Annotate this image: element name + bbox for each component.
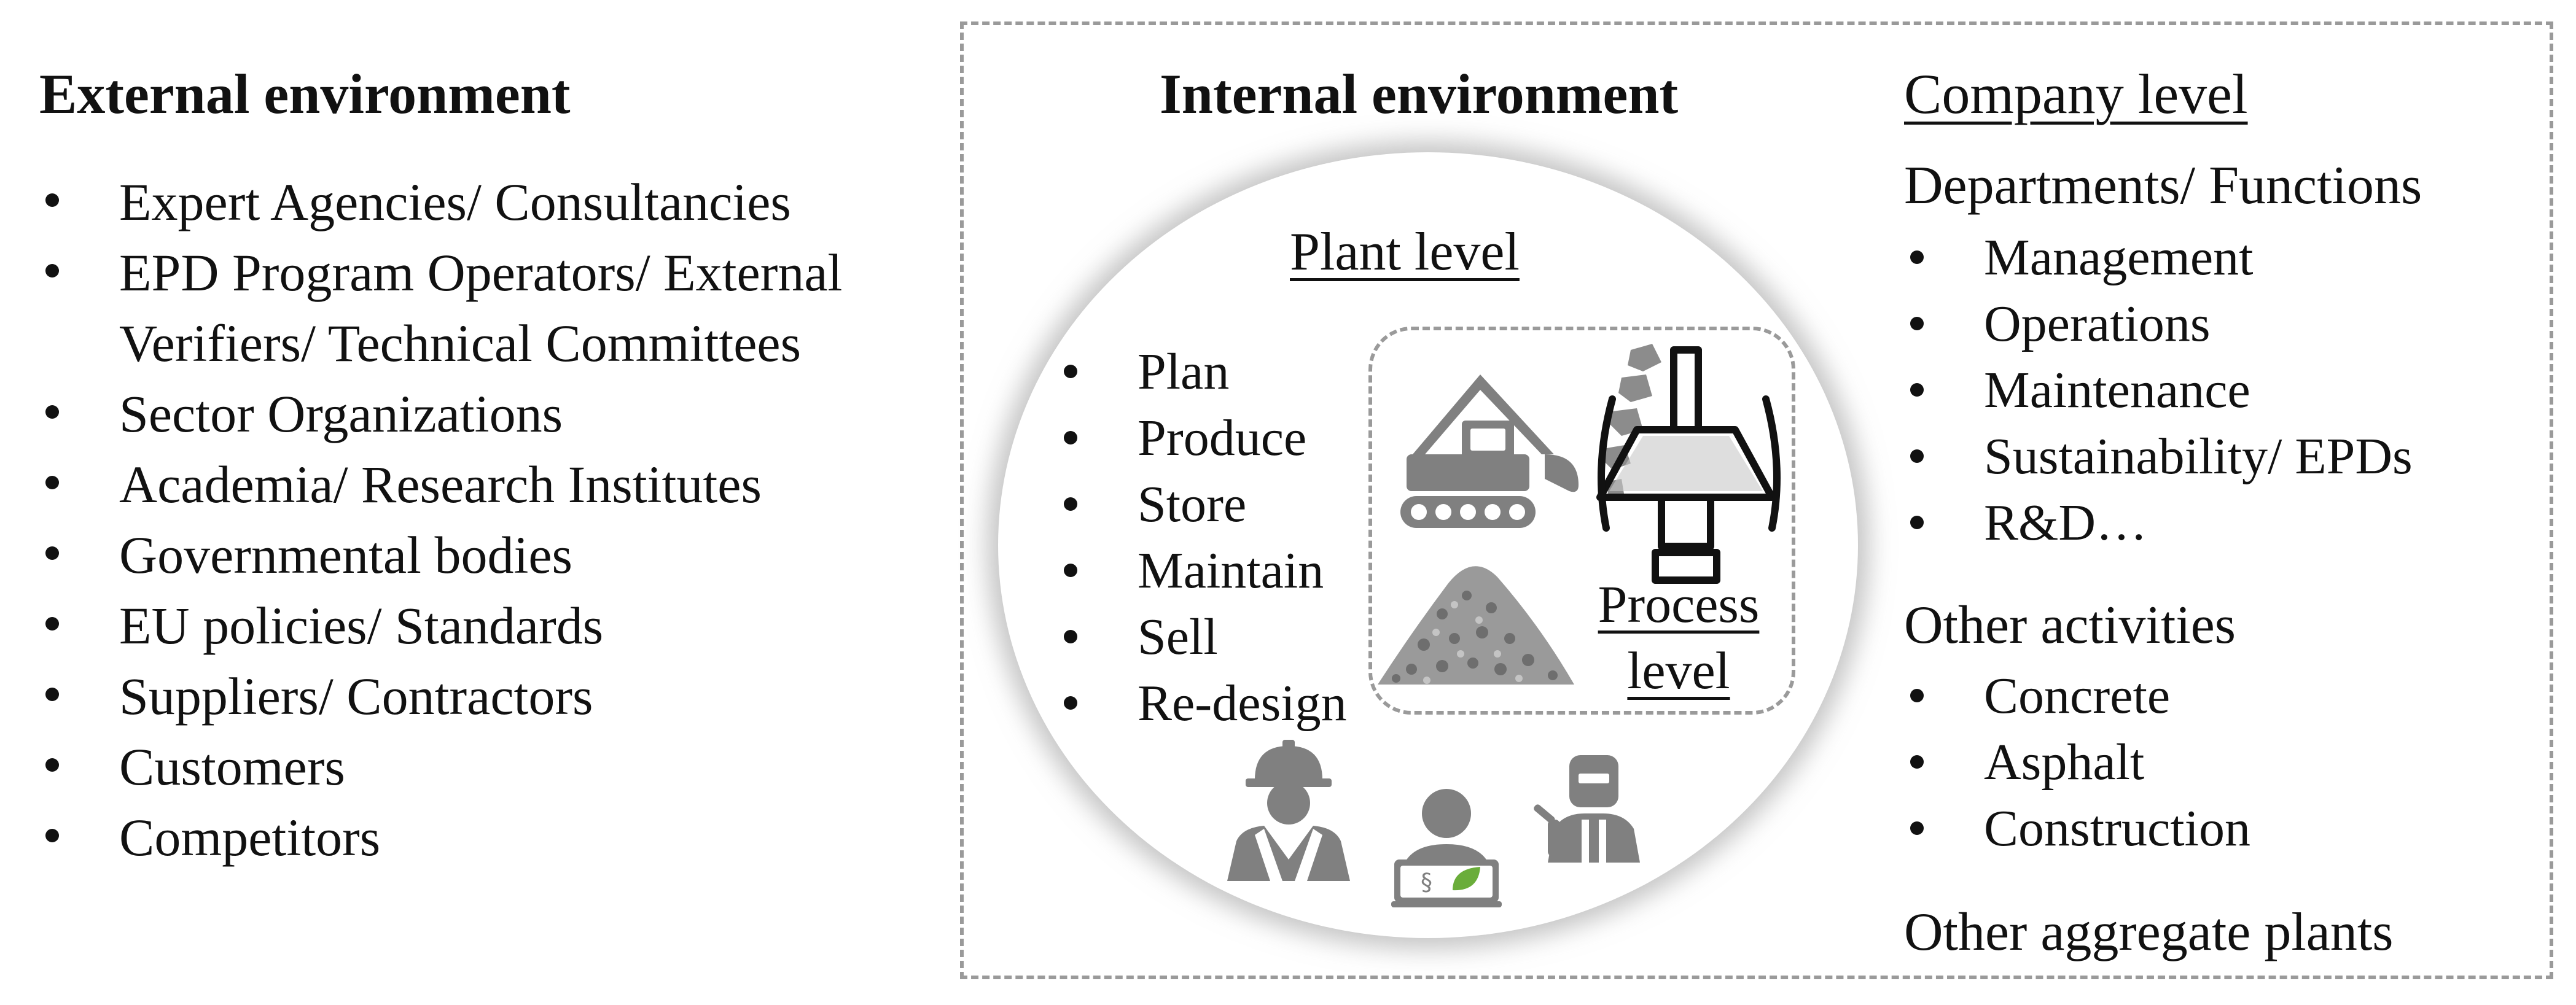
internal-environment-frame (960, 21, 2553, 979)
list-item: Store (1058, 471, 1347, 538)
list-item: Sustainability/ EPDs (1904, 424, 2413, 490)
plant-level-list: Plan Produce Store Maintain Sell Re-desi… (1058, 339, 1347, 737)
section-sign-glyph: § (1421, 869, 1432, 896)
external-environment-title: External environment (39, 63, 571, 125)
list-item: Plan (1058, 339, 1347, 405)
list-item: Customers (39, 732, 948, 802)
list-item: Construction (1904, 796, 2250, 862)
plant-level-title: Plant level (1290, 222, 1520, 282)
departments-title: Departments/ Functions (1904, 156, 2422, 215)
list-item: Academia/ Research Institutes (39, 449, 948, 520)
list-item: Maintenance (1904, 357, 2413, 424)
list-item: Suppliers/ Contractors (39, 661, 948, 732)
list-item: Sell (1058, 604, 1347, 670)
list-item: Produce (1058, 405, 1347, 471)
list-item: Asphalt (1904, 729, 2250, 796)
list-item: Concrete (1904, 663, 2250, 729)
crusher-icon (1596, 344, 1781, 584)
process-level-box (1368, 327, 1795, 715)
list-item: Competitors (39, 802, 948, 873)
list-item: Management (1904, 225, 2413, 291)
process-level-line2: level (1627, 641, 1730, 700)
list-item: EU policies/ Standards (39, 591, 948, 661)
internal-environment-title: Internal environment (1160, 63, 1679, 125)
other-aggregate-plants: Other aggregate plants (1904, 902, 2394, 962)
list-item: Operations (1904, 291, 2413, 357)
excavator-icon (1400, 374, 1579, 528)
leaf-icon (1453, 867, 1480, 891)
external-environment-list: Expert Agencies/ Consultancies EPD Progr… (39, 167, 948, 873)
list-item: R&D… (1904, 490, 2413, 556)
list-item: Maintain (1058, 538, 1347, 604)
other-activities-list: Concrete Asphalt Construction (1904, 663, 2250, 862)
list-item: EPD Program Operators/ External Verifier… (39, 238, 856, 379)
list-item: Sector Organizations (39, 379, 948, 449)
list-item: Expert Agencies/ Consultancies (39, 167, 948, 238)
welder-icon (1534, 755, 1640, 863)
process-level-label: Process level (1577, 571, 1780, 704)
process-level-line1: Process (1598, 575, 1760, 634)
departments-list: Management Operations Maintenance Sustai… (1904, 225, 2413, 556)
company-level-title: Company level (1904, 63, 2248, 125)
other-activities-title: Other activities (1904, 596, 2236, 655)
construction-worker-icon (1227, 740, 1350, 881)
list-item: Governmental bodies (39, 520, 948, 591)
list-item: Re-design (1058, 670, 1347, 737)
sustainability-officer-icon: § (1391, 789, 1502, 907)
gravel-pile-icon (1378, 566, 1574, 685)
